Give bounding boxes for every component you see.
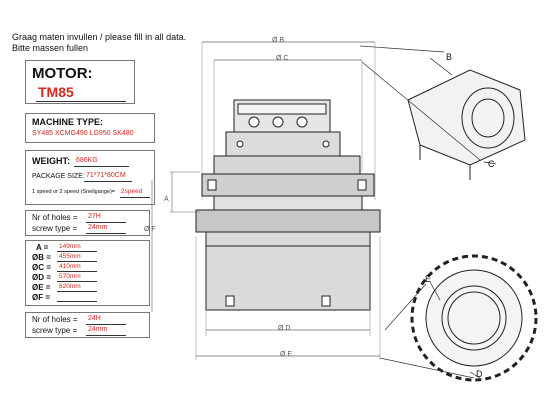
label-a-side: A <box>164 196 169 203</box>
motor-box: MOTOR: TM85 <box>25 60 135 104</box>
holes-top-screw-label: screw type = <box>32 224 78 233</box>
instruction-line-1: Graag maten invullen / please fill in al… <box>12 32 187 42</box>
package-value[interactable]: 71*71*80CM <box>86 172 126 179</box>
holes-bottom-nr-value[interactable]: 24H <box>88 315 101 322</box>
machine-label: MACHINE TYPE: <box>32 117 104 127</box>
motor-outline <box>151 41 381 360</box>
weight-value[interactable]: 686KG <box>76 157 98 164</box>
motor-housing <box>225 131 341 157</box>
dimensions-box: A = 149mm ØB = 455mm ØC = 410mm ØD = 570… <box>25 240 150 306</box>
motor-label: MOTOR: <box>32 65 93 82</box>
speed-underline <box>120 197 150 198</box>
label-f-side: Ø F <box>144 226 156 233</box>
holes-top-screw-value[interactable]: 24mm <box>88 224 108 231</box>
dim-a-value[interactable]: 149mm <box>59 243 81 250</box>
callout-e: E <box>425 274 432 284</box>
sprocket-sketch <box>379 254 538 382</box>
motor-value[interactable]: TM85 <box>38 84 74 100</box>
hub-sketch <box>359 45 526 180</box>
callout-b: B <box>446 52 453 62</box>
label-c-top: Ø C <box>276 55 289 62</box>
dim-b-underline <box>57 261 97 262</box>
holes-top-box: Nr of holes = 27H screw type = 24mm <box>25 210 150 236</box>
machine-box: MACHINE TYPE: SY485 XCMG490 LG950 SK480 <box>25 113 155 143</box>
instruction-line-2: Bitte massen fullen <box>12 43 89 53</box>
holes-bottom-screw-label: screw type = <box>32 326 78 335</box>
holes-bottom-screw-value[interactable]: 24mm <box>88 326 108 333</box>
package-label: PACKAGE SIZE: <box>32 173 85 180</box>
lower-flange <box>195 209 381 233</box>
dim-c-label: ØC = <box>32 263 51 272</box>
dim-a-underline <box>57 251 97 252</box>
machine-value[interactable]: SY485 XCMG490 LG950 SK480 <box>32 130 134 137</box>
dim-f-label: ØF = <box>32 293 51 302</box>
dim-e-label: ØE = <box>32 283 51 292</box>
speed-label: 1 speed or 2 speed (Snellgange)= <box>32 189 116 195</box>
callout-c: C <box>488 159 495 169</box>
dim-c-underline <box>57 271 97 272</box>
callout-d: D <box>476 369 483 379</box>
callout-leaders <box>429 57 497 379</box>
upper-flange <box>201 173 375 197</box>
label-d-bottom: Ø D <box>278 325 291 332</box>
label-e-bottom: Ø E <box>280 351 293 358</box>
weight-underline <box>74 166 129 167</box>
dim-d-underline <box>57 281 97 282</box>
label-b-top: Ø B <box>272 37 285 44</box>
holes-bottom-nr-underline <box>86 324 126 325</box>
holes-top-nr-underline <box>86 222 126 223</box>
holes-top-nr-label: Nr of holes = <box>32 213 78 222</box>
weight-label: WEIGHT: <box>32 156 70 166</box>
dim-b-label: ØB = <box>32 253 51 262</box>
package-underline <box>84 181 132 182</box>
holes-top-nr-value[interactable]: 27H <box>88 213 101 220</box>
dim-a-label: A = <box>36 243 49 252</box>
speed-value[interactable]: 2speed <box>121 188 143 195</box>
holes-bottom-screw-underline <box>86 335 126 336</box>
holes-bottom-nr-label: Nr of holes = <box>32 315 78 324</box>
dim-d-label: ØD = <box>32 273 51 282</box>
dim-f-underline <box>57 301 97 302</box>
dim-c-value[interactable]: 410mm <box>59 263 81 270</box>
dim-b-value[interactable]: 455mm <box>59 253 81 260</box>
motor-underline <box>36 101 126 102</box>
dim-d-value[interactable]: 570mm <box>59 273 81 280</box>
dim-e-underline <box>57 291 97 292</box>
holes-bottom-box: Nr of holes = 24H screw type = 24mm <box>25 312 150 338</box>
dim-e-value[interactable]: 620mm <box>59 283 81 290</box>
weight-box: WEIGHT: 686KG PACKAGE SIZE: 71*71*80CM 1… <box>25 150 155 205</box>
holes-top-screw-underline <box>86 233 126 234</box>
